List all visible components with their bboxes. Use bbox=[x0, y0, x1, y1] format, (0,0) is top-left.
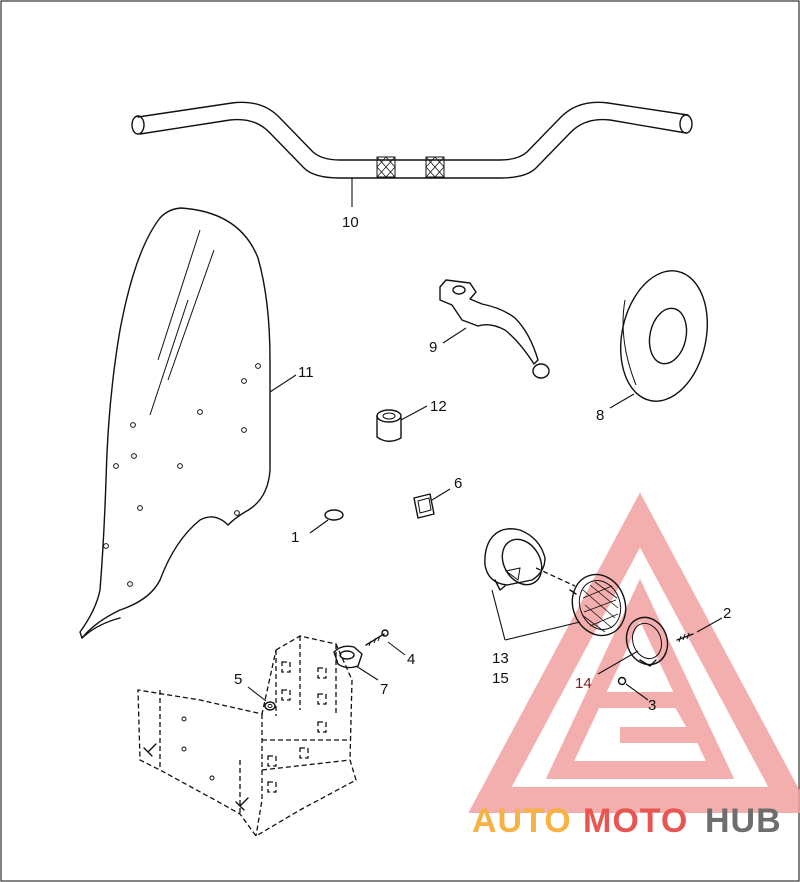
part-headlamp-housing bbox=[484, 528, 576, 591]
part-handlebar bbox=[131, 101, 693, 207]
part-headlamp-lens bbox=[569, 573, 627, 637]
leader-13b bbox=[504, 621, 581, 641]
dashed-mounting-bracket bbox=[137, 635, 357, 837]
watermark-auto: AUTO bbox=[472, 802, 572, 840]
watermark-logo: AUTO MOTO HUB bbox=[468, 492, 800, 840]
part-screw bbox=[676, 617, 723, 643]
callout-10: 10 bbox=[342, 214, 359, 231]
callout-3: 3 bbox=[648, 697, 656, 714]
callout-5: 5 bbox=[234, 671, 242, 688]
knurl-right bbox=[425, 156, 445, 178]
knurl-left bbox=[376, 156, 396, 178]
part-nut bbox=[617, 676, 649, 701]
callout-8: 8 bbox=[596, 407, 604, 424]
watermark-triangle-inner bbox=[545, 578, 735, 779]
part-trim-ring bbox=[597, 616, 669, 675]
part-bracket-clamp bbox=[333, 645, 379, 681]
part-bushing bbox=[376, 405, 428, 442]
callout-7: 7 bbox=[380, 681, 388, 698]
callout-11: 11 bbox=[298, 364, 314, 381]
watermark-triangle-outer bbox=[468, 492, 800, 813]
callout-6: 6 bbox=[454, 475, 462, 492]
part-windshield bbox=[79, 207, 297, 639]
leader-13a bbox=[491, 589, 506, 641]
bracket-slots bbox=[181, 661, 327, 793]
callout-13: 13 bbox=[492, 650, 509, 667]
part-washer bbox=[247, 686, 276, 711]
callout-9: 9 bbox=[429, 339, 437, 356]
callout-4: 4 bbox=[407, 651, 415, 668]
watermark-hub: HUB bbox=[705, 802, 782, 840]
callout-1: 1 bbox=[291, 529, 299, 546]
callout-14: 14 bbox=[575, 675, 592, 692]
part-lever bbox=[439, 279, 550, 379]
part-bolt bbox=[365, 629, 406, 656]
callout-2: 2 bbox=[723, 605, 731, 622]
part-plug bbox=[309, 509, 344, 534]
callout-15: 15 bbox=[492, 670, 509, 687]
part-ring-disk bbox=[609, 270, 709, 409]
watermark-g-shape bbox=[590, 692, 714, 743]
part-clip bbox=[413, 488, 451, 519]
watermark-moto: MOTO bbox=[583, 802, 688, 840]
callout-12: 12 bbox=[430, 398, 447, 415]
windshield-holes bbox=[103, 363, 261, 587]
